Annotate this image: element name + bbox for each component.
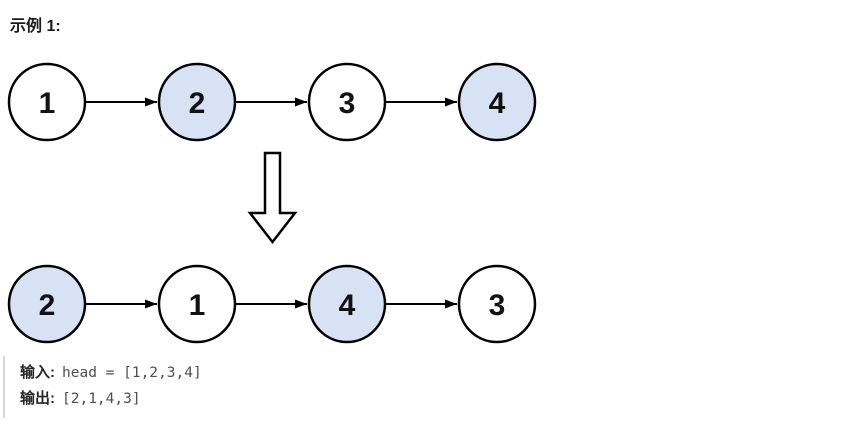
node-value-label: 4 [339,289,356,322]
list-node [157,264,237,344]
output-label: 输出: [20,390,55,407]
linked-list-after: 2 1 4 3 [7,264,537,344]
transform-down-arrow [247,151,298,245]
list-node-highlighted [157,62,237,142]
input-label: 输入: [20,364,55,381]
node-value-label: 3 [339,87,356,120]
node-value-label: 2 [39,289,56,322]
output-value: [2,1,4,3] [62,391,141,407]
input-value: head = [1,2,3,4] [62,365,202,381]
list-node [307,62,387,142]
node-value-label: 3 [489,289,506,322]
example-heading: 示例 1: [10,18,61,35]
example-io-block: 输入: head = [1,2,3,4] 输出: [2,1,4,3] [3,356,202,418]
list-node-highlighted [457,62,537,142]
node-value-label: 4 [489,87,506,120]
linked-list-before: 1 2 3 4 [7,62,537,142]
node-value-label: 1 [189,289,206,322]
linked-list-diagram: 1 2 3 4 2 1 4 3 [7,62,537,344]
input-line: 输入: head = [1,2,3,4] [20,360,202,386]
node-value-label: 2 [189,87,206,120]
list-node-highlighted [307,264,387,344]
node-value-label: 1 [39,87,56,120]
list-node-highlighted [7,264,87,344]
list-node [457,264,537,344]
list-node [7,62,87,142]
output-line: 输出: [2,1,4,3] [20,386,202,412]
